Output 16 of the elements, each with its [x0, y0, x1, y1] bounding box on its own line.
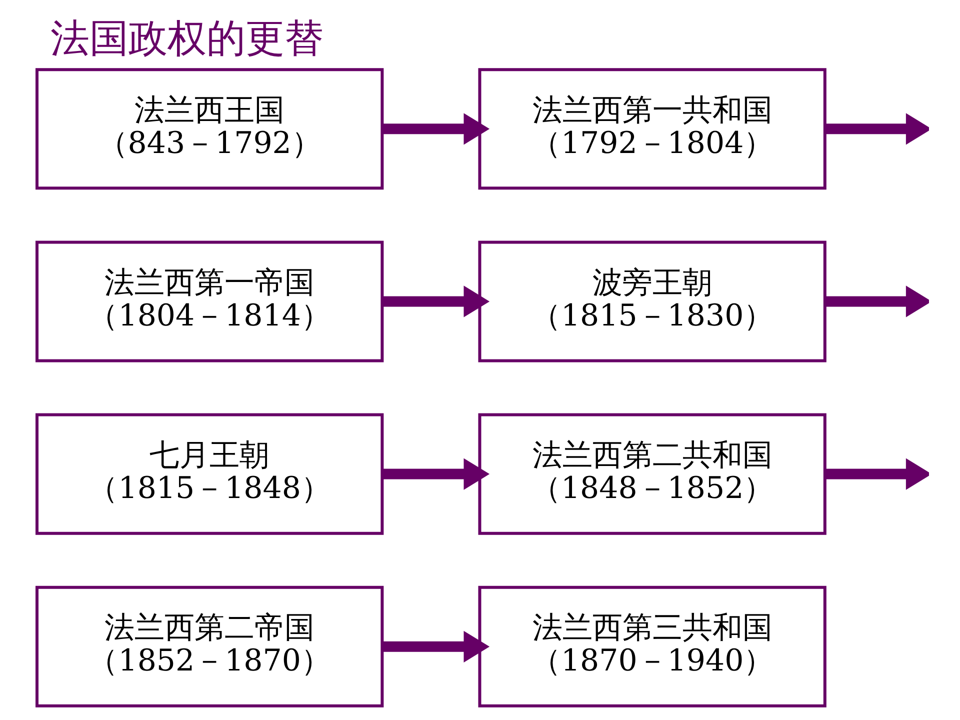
- arrow: [825, 286, 929, 318]
- node-box: 法兰西第二帝国 （1852－1870）: [36, 586, 384, 708]
- node-box: 法兰西第一帝国 （1804－1814）: [36, 240, 384, 362]
- arrow: [825, 113, 929, 145]
- node-box: 法兰西第二共和国 （1848－1852）: [478, 413, 826, 535]
- arrow: [382, 630, 490, 662]
- node-box: 波旁王朝 （1815－1830）: [478, 240, 826, 362]
- arrow: [382, 286, 490, 318]
- node-box: 法兰西第一共和国 （1792－1804）: [478, 68, 826, 190]
- arrow: [382, 113, 490, 145]
- node-box: 法兰西王国 （843－1792）: [36, 68, 384, 190]
- node-box: 法兰西第三共和国 （1870－1940）: [478, 586, 826, 708]
- diagram-title: 法国政权的更替: [50, 16, 324, 62]
- arrow: [825, 458, 929, 490]
- arrow: [382, 458, 490, 490]
- node-box: 七月王朝 （1815－1848）: [36, 413, 384, 535]
